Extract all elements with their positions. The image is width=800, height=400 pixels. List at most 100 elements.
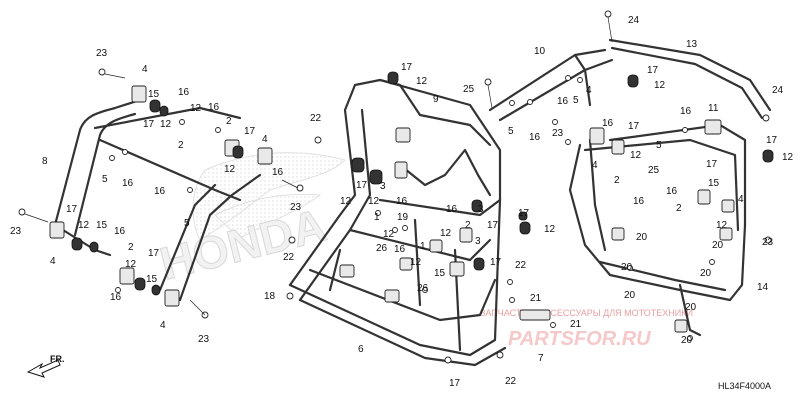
callout-20: 20 <box>621 262 633 273</box>
callout-12: 12 <box>782 152 794 163</box>
diagram-code: HL34F4000A <box>718 381 771 391</box>
callout-4: 4 <box>586 85 592 96</box>
callout-4: 4 <box>592 160 598 171</box>
callout-4: 4 <box>262 134 268 145</box>
callout-16: 16 <box>557 96 569 107</box>
callout-3: 3 <box>478 204 484 215</box>
callout-16: 16 <box>178 87 190 98</box>
callout-16: 16 <box>272 167 284 178</box>
front-direction-arrow: FR. <box>26 354 65 378</box>
callout-17: 17 <box>356 180 368 191</box>
callout-5: 5 <box>184 218 190 229</box>
callout-12: 12 <box>224 164 236 175</box>
callout-17: 17 <box>706 159 718 170</box>
callout-12: 12 <box>630 150 642 161</box>
callout-22: 22 <box>505 376 517 387</box>
callout-23: 23 <box>552 128 564 139</box>
callout-1: 1 <box>420 241 426 252</box>
callout-17: 17 <box>401 62 413 73</box>
callout-4: 4 <box>142 64 148 75</box>
callout-15: 15 <box>708 178 720 189</box>
callout-17: 17 <box>518 208 530 219</box>
callout-2: 2 <box>178 140 184 151</box>
callout-12: 12 <box>654 80 666 91</box>
callout-16: 16 <box>529 132 541 143</box>
callout-14: 14 <box>757 282 769 293</box>
callout-2: 2 <box>614 175 620 186</box>
callout-22: 22 <box>515 260 527 271</box>
callout-11: 11 <box>708 103 719 114</box>
callout-22: 22 <box>283 252 295 263</box>
callout-24: 24 <box>628 15 640 26</box>
callout-16: 16 <box>154 186 166 197</box>
callout-12: 12 <box>410 257 422 268</box>
callout-20: 20 <box>681 335 693 346</box>
callout-18: 18 <box>264 291 276 302</box>
callout-17: 17 <box>490 257 502 268</box>
callout-5: 5 <box>508 126 514 137</box>
callout-12: 12 <box>340 196 352 207</box>
callout-17: 17 <box>244 126 256 137</box>
callout-16: 16 <box>122 178 134 189</box>
callout-26: 26 <box>417 283 429 294</box>
callout-20: 20 <box>712 240 724 251</box>
callout-17: 17 <box>628 121 640 132</box>
callout-labels: 23 4 15 16 12 17 12 2 16 2 17 4 12 16 23… <box>10 15 794 389</box>
callout-20: 20 <box>685 302 697 313</box>
callout-22: 22 <box>310 113 322 124</box>
callout-16: 16 <box>602 118 614 129</box>
callout-4: 4 <box>738 194 744 205</box>
callout-16: 16 <box>208 102 220 113</box>
callout-17: 17 <box>148 248 160 259</box>
callout-5: 5 <box>573 95 579 106</box>
callout-3: 3 <box>475 236 481 247</box>
callout-26: 26 <box>376 243 388 254</box>
callout-12: 12 <box>190 103 202 114</box>
callout-12: 12 <box>716 220 728 231</box>
callout-17: 17 <box>449 378 461 389</box>
callout-25: 25 <box>463 84 475 95</box>
callout-25: 25 <box>648 165 660 176</box>
callout-23: 23 <box>290 202 302 213</box>
callout-12: 12 <box>368 196 380 207</box>
callout-5: 5 <box>656 140 662 151</box>
callout-15: 15 <box>434 268 446 279</box>
callout-23: 23 <box>10 226 22 237</box>
callout-15: 15 <box>96 220 108 231</box>
callout-16: 16 <box>633 196 645 207</box>
callout-12: 12 <box>160 119 172 130</box>
callout-13: 13 <box>686 39 698 50</box>
callout-5: 5 <box>102 174 108 185</box>
callout-2: 2 <box>465 220 471 231</box>
hardware-parts <box>18 10 774 364</box>
callout-19: 19 <box>397 212 409 223</box>
callout-23: 23 <box>96 48 108 59</box>
callout-17: 17 <box>66 204 78 215</box>
callout-12: 12 <box>125 259 137 270</box>
callout-17: 17 <box>143 119 155 130</box>
callout-4: 4 <box>160 320 166 331</box>
watermark-caption: ЗАПЧАСТИ И АКСЕССУАРЫ ДЛЯ МОТОТЕХНИКИ <box>480 308 693 318</box>
callout-17: 17 <box>647 65 659 76</box>
callout-2: 2 <box>128 242 134 253</box>
callout-6: 6 <box>358 344 364 355</box>
callout-23: 23 <box>762 237 774 248</box>
callout-24: 24 <box>772 85 784 96</box>
callout-23: 23 <box>198 334 210 345</box>
callout-10: 10 <box>534 46 546 57</box>
callout-15: 15 <box>146 274 158 285</box>
callout-20: 20 <box>700 268 712 279</box>
callout-9: 9 <box>433 94 439 105</box>
callout-16: 16 <box>394 244 406 255</box>
callout-3: 3 <box>380 181 386 192</box>
callout-17: 17 <box>487 220 499 231</box>
callout-16: 16 <box>114 226 126 237</box>
callout-16: 16 <box>446 204 458 215</box>
front-direction-label: FR. <box>50 354 65 364</box>
callout-16: 16 <box>396 196 408 207</box>
callout-20: 20 <box>624 290 636 301</box>
rear-cage-lower <box>568 123 747 337</box>
callout-7: 7 <box>538 353 544 364</box>
callout-12: 12 <box>544 224 556 235</box>
